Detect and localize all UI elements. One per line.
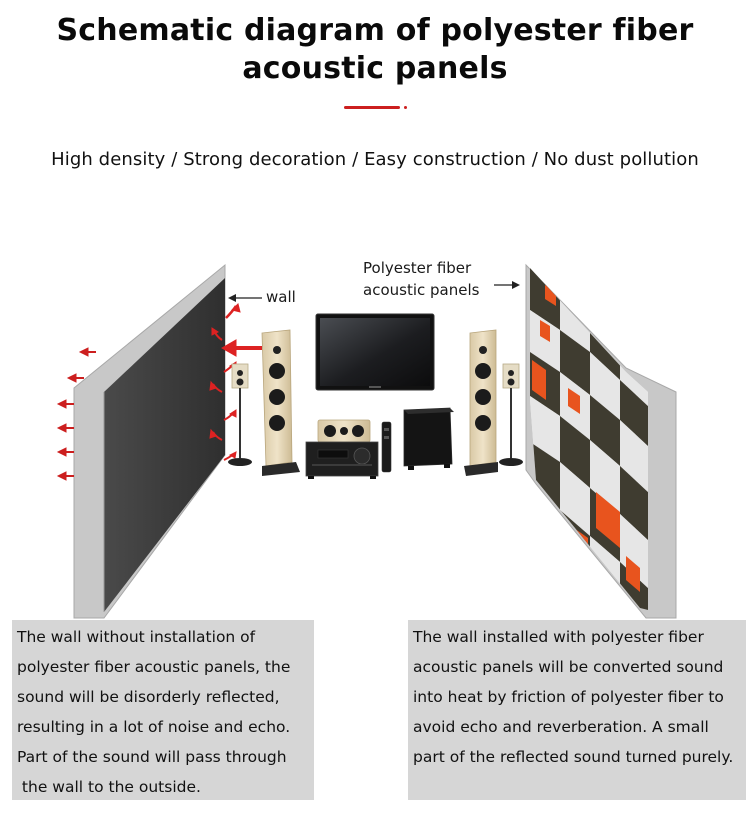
acoustic-panel-tiles bbox=[530, 268, 648, 610]
page-title: Schematic diagram of polyester fiber aco… bbox=[0, 12, 750, 88]
right-wall-with-acoustic-panels bbox=[525, 263, 677, 619]
page-title-line-1: Schematic diagram of polyester fiber bbox=[56, 13, 694, 48]
wall-label-arrow bbox=[228, 294, 262, 302]
caption-right-line-1: The wall installed with polyester fiber bbox=[413, 628, 704, 646]
panels-label-line-2: acoustic panels bbox=[363, 281, 480, 299]
right-tower-speaker bbox=[464, 329, 498, 476]
right-satellite-speaker bbox=[499, 363, 523, 466]
title-underline-dot bbox=[404, 106, 407, 109]
caption-left-line-1: The wall without installation of bbox=[17, 628, 256, 646]
panels-label-line-1: Polyester fiber bbox=[363, 259, 472, 277]
left-wall-untreated bbox=[73, 263, 226, 619]
caption-left-line-5: Part of the sound will pass through bbox=[17, 748, 287, 766]
tv-monitor bbox=[315, 313, 435, 391]
panels-label: Polyester fiber acoustic panels bbox=[363, 257, 479, 301]
wall-label: wall bbox=[266, 288, 296, 306]
left-tower-speaker bbox=[261, 329, 300, 476]
caption-left-untreated-wall: The wall without installation of polyest… bbox=[12, 620, 314, 800]
caption-right-line-2: acoustic panels will be converted sound bbox=[413, 658, 724, 676]
caption-left-line-4: resulting in a lot of noise and echo. bbox=[17, 718, 291, 736]
caption-left-line-2: polyester fiber acoustic panels, the bbox=[17, 658, 291, 676]
left-satellite-speaker bbox=[228, 363, 252, 466]
caption-right-line-5: part of the reflected sound turned purel… bbox=[413, 748, 734, 766]
caption-right-treated-wall: The wall installed with polyester fiber … bbox=[408, 620, 746, 800]
panels-label-arrow bbox=[494, 281, 520, 289]
remote-control bbox=[381, 421, 392, 473]
sound-escape-arrows bbox=[56, 347, 96, 481]
subwoofer bbox=[403, 407, 454, 470]
caption-right-line-4: avoid echo and reverberation. A small bbox=[413, 718, 709, 736]
caption-left-line-6: the wall to the outside. bbox=[17, 778, 201, 796]
caption-right-line-3: into heat by friction of polyester fiber… bbox=[413, 688, 724, 706]
page-title-line-2: acoustic panels bbox=[242, 51, 508, 86]
av-receiver bbox=[305, 441, 379, 479]
caption-left-line-3: sound will be disorderly reflected, bbox=[17, 688, 280, 706]
centre-channel-speaker bbox=[317, 419, 371, 443]
features-tagline: High density / Strong decoration / Easy … bbox=[51, 149, 699, 170]
title-underline bbox=[344, 106, 400, 109]
